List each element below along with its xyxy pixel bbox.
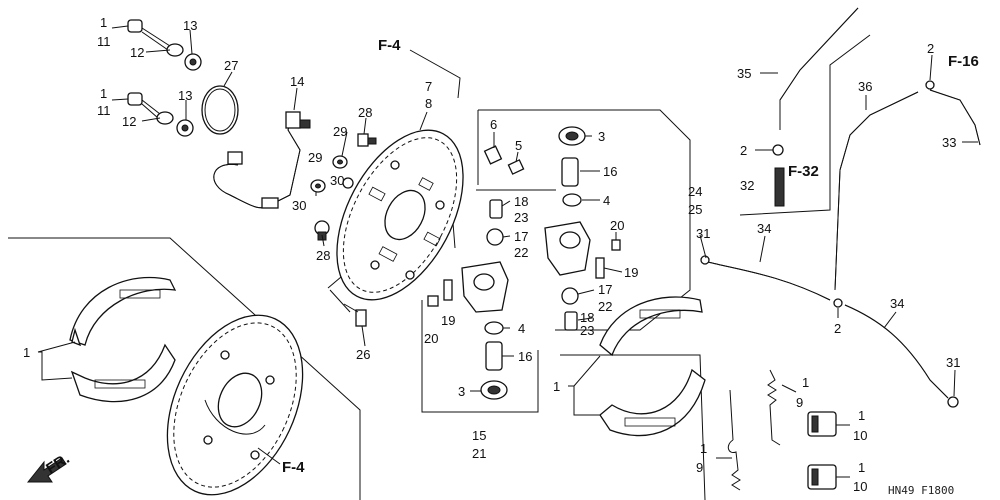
callout-19: 19 bbox=[441, 313, 455, 328]
callout-23: 23 bbox=[580, 323, 594, 338]
callout-8: 8 bbox=[425, 96, 432, 111]
callout-34: 34 bbox=[757, 221, 771, 236]
callout-7: 7 bbox=[425, 79, 432, 94]
callout-1: 1 bbox=[100, 86, 107, 101]
callout-1: 1 bbox=[858, 460, 865, 475]
callout-2: 2 bbox=[834, 321, 841, 336]
callout-17: 17 bbox=[514, 229, 528, 244]
ref-f4-top: F-4 bbox=[378, 37, 401, 54]
callout-16: 16 bbox=[518, 349, 532, 364]
callout-20: 20 bbox=[610, 218, 624, 233]
callout-22: 22 bbox=[598, 299, 612, 314]
callout-12: 12 bbox=[130, 45, 144, 60]
callout-25: 25 bbox=[688, 202, 702, 217]
backing-plate-lower bbox=[166, 314, 304, 496]
callout-30: 30 bbox=[292, 198, 306, 213]
callout-36: 36 bbox=[858, 79, 872, 94]
callout-20: 20 bbox=[424, 331, 438, 346]
ref-f4-bottom: F-4 bbox=[282, 459, 305, 476]
callout-13: 13 bbox=[183, 18, 197, 33]
callout-2: 2 bbox=[740, 143, 747, 158]
callout-1: 1 bbox=[700, 441, 707, 456]
callout-1: 1 bbox=[802, 375, 809, 390]
callout-27: 27 bbox=[224, 58, 238, 73]
backing-plate-upper bbox=[336, 129, 464, 301]
leader-lines bbox=[37, 25, 978, 478]
callout-5: 5 bbox=[515, 138, 522, 153]
callout-32: 32 bbox=[740, 178, 754, 193]
callout-1: 1 bbox=[23, 345, 30, 360]
callout-26: 26 bbox=[356, 347, 370, 362]
callout-29: 29 bbox=[333, 124, 347, 139]
callout-18: 18 bbox=[514, 194, 528, 209]
callout-13: 13 bbox=[178, 88, 192, 103]
callout-11: 11 bbox=[97, 103, 111, 118]
callout-1: 1 bbox=[553, 379, 560, 394]
callout-11: 11 bbox=[97, 34, 111, 49]
brake-cables bbox=[700, 7, 981, 408]
callout-10: 10 bbox=[853, 479, 867, 494]
ref-f32: F-32 bbox=[788, 163, 819, 180]
bolt-assembly-upper bbox=[127, 19, 202, 71]
callouts: 1 11 12 13 1 11 12 13 27 14 28 29 30 29 … bbox=[23, 15, 960, 494]
callout-33: 33 bbox=[942, 135, 956, 150]
callout-3: 3 bbox=[598, 129, 605, 144]
callout-23: 23 bbox=[514, 210, 528, 225]
callout-10: 10 bbox=[853, 428, 867, 443]
callout-3: 3 bbox=[458, 384, 465, 399]
springs-and-clips bbox=[727, 369, 837, 491]
callout-12: 12 bbox=[122, 114, 136, 129]
brake-shoes-right bbox=[599, 296, 706, 437]
callout-22: 22 bbox=[514, 245, 528, 260]
callout-30: 30 bbox=[330, 173, 344, 188]
wheel-cylinder-parts bbox=[427, 126, 621, 400]
callout-19: 19 bbox=[624, 265, 638, 280]
ref-f16: F-16 bbox=[948, 53, 979, 70]
callout-1: 1 bbox=[858, 408, 865, 423]
diagram-code: HN49 F1800 bbox=[888, 484, 954, 497]
callout-17: 17 bbox=[598, 282, 612, 297]
o-ring bbox=[201, 85, 239, 135]
callout-28: 28 bbox=[358, 105, 372, 120]
callout-18: 18 bbox=[580, 310, 594, 325]
callout-31: 31 bbox=[946, 355, 960, 370]
callout-29: 29 bbox=[308, 150, 322, 165]
callout-28: 28 bbox=[316, 248, 330, 263]
callout-16: 16 bbox=[603, 164, 617, 179]
callout-1: 1 bbox=[100, 15, 107, 30]
callout-14: 14 bbox=[290, 74, 304, 89]
callout-4: 4 bbox=[518, 321, 525, 336]
callout-31: 31 bbox=[696, 226, 710, 241]
callout-35: 35 bbox=[737, 66, 751, 81]
brake-shoes-left bbox=[69, 276, 177, 403]
callout-24: 24 bbox=[688, 184, 702, 199]
callout-4: 4 bbox=[603, 193, 610, 208]
bolt-assembly-lower bbox=[127, 92, 194, 137]
brake-hose bbox=[213, 111, 311, 209]
front-direction-arrow bbox=[26, 457, 67, 483]
callout-9: 9 bbox=[796, 395, 803, 410]
callout-15: 15 bbox=[472, 428, 486, 443]
callout-34: 34 bbox=[890, 296, 904, 311]
callout-21: 21 bbox=[472, 446, 486, 461]
callout-2: 2 bbox=[927, 41, 934, 56]
callout-9: 9 bbox=[696, 460, 703, 475]
callout-6: 6 bbox=[490, 117, 497, 132]
